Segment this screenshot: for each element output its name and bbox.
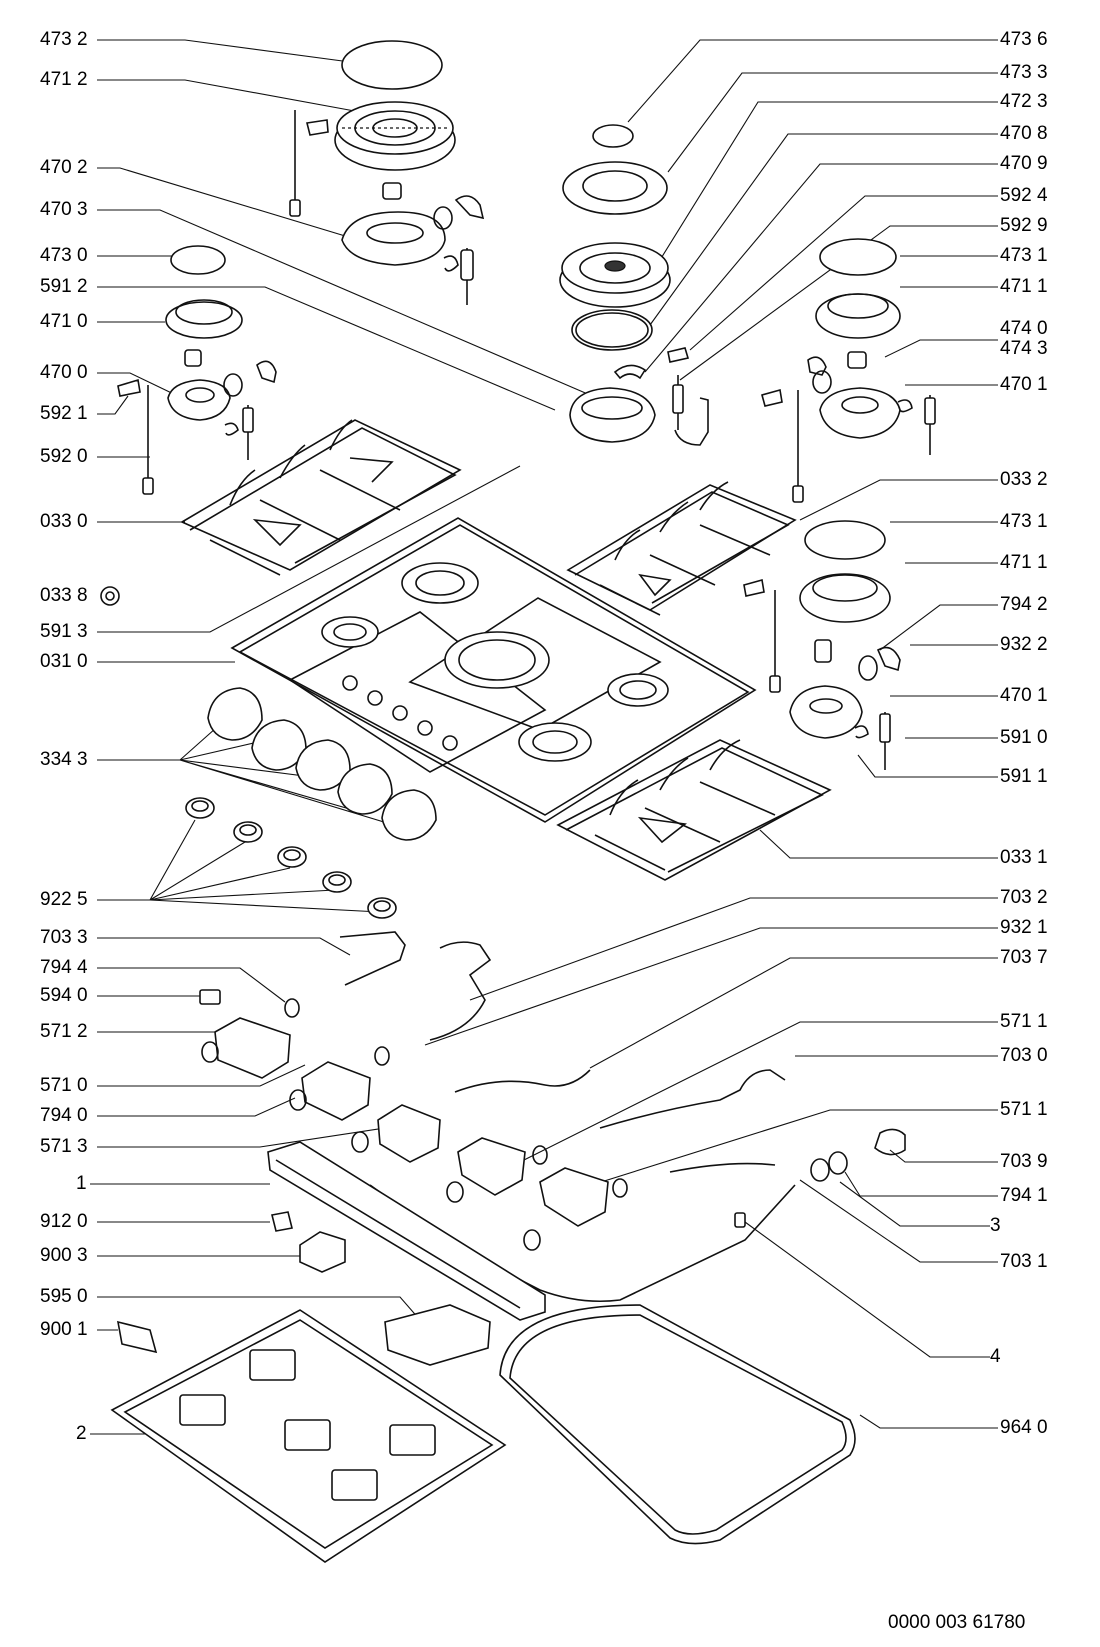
part-label: 470 2 [40, 157, 88, 178]
part-label: 470 1 [1000, 685, 1048, 706]
part-label: 794 0 [40, 1105, 88, 1126]
part-label: 033 1 [1000, 847, 1048, 868]
part-label: 1 [76, 1173, 87, 1194]
left-leader-lines [90, 39, 591, 1435]
part-label: 033 0 [40, 511, 88, 532]
gas-valves [199, 989, 628, 1251]
pan-support-right-bottom [556, 739, 832, 881]
part-label: 473 0 [40, 245, 88, 266]
part-label: 592 1 [40, 403, 88, 424]
part-label: 703 7 [1000, 947, 1048, 968]
document-number: 0000 003 61780 [888, 1612, 1026, 1633]
part-label: 591 1 [1000, 766, 1048, 787]
part-label: 932 2 [1000, 634, 1048, 655]
part-label: 473 1 [1000, 511, 1048, 532]
part-label: 474 0 [1000, 318, 1048, 339]
part-label: 474 3 [1000, 338, 1048, 359]
part-label: 900 3 [40, 1245, 88, 1266]
part-label: 470 9 [1000, 153, 1048, 174]
part-label: 471 1 [1000, 552, 1048, 573]
part-label: 571 3 [40, 1136, 88, 1157]
part-label: 794 2 [1000, 594, 1048, 615]
part-label: 473 2 [40, 29, 88, 50]
part-label: 592 0 [40, 446, 88, 467]
part-label: 594 0 [40, 985, 88, 1006]
part-label: 703 3 [40, 927, 88, 948]
part-label: 595 0 [40, 1286, 88, 1307]
part-label: 470 0 [40, 362, 88, 383]
part-label: 592 9 [1000, 215, 1048, 236]
part-label: 470 8 [1000, 123, 1048, 144]
burner-assembly-right-bottom [743, 520, 901, 770]
part-label: 571 1 [1000, 1099, 1048, 1120]
part-label: 571 1 [1000, 1011, 1048, 1032]
part-label: 571 2 [40, 1021, 88, 1042]
burner-assembly-center [559, 124, 709, 446]
part-label: 334 3 [40, 749, 88, 770]
part-label: 912 0 [40, 1211, 88, 1232]
part-label: 471 2 [40, 69, 88, 90]
part-label: 703 2 [1000, 887, 1048, 908]
part-label: 703 9 [1000, 1151, 1048, 1172]
part-label: 473 3 [1000, 62, 1048, 83]
part-label: 964 0 [1000, 1417, 1048, 1438]
part-label: 473 1 [1000, 245, 1048, 266]
part-label: 591 3 [40, 621, 88, 642]
part-label: 591 0 [1000, 727, 1048, 748]
part-label: 473 6 [1000, 29, 1048, 50]
part-label: 922 5 [40, 889, 88, 910]
part-label: 031 0 [40, 651, 88, 672]
part-label: 703 1 [1000, 1251, 1048, 1272]
control-knobs [207, 687, 437, 841]
part-label: 703 0 [1000, 1045, 1048, 1066]
part-label: 4 [990, 1346, 1001, 1367]
burner-assembly-top-left [289, 40, 485, 305]
part-label: 470 3 [40, 199, 88, 220]
part-label: 794 1 [1000, 1185, 1048, 1206]
part-label: 794 4 [40, 957, 88, 978]
right-leader-lines [424, 39, 998, 1429]
part-label: 471 1 [1000, 276, 1048, 297]
burner-assembly-left [117, 245, 277, 495]
bottom-parts [110, 1141, 856, 1563]
part-label: 932 1 [1000, 917, 1048, 938]
part-label: 471 0 [40, 311, 88, 332]
part-label: 900 1 [40, 1319, 88, 1340]
pan-support-right-top [566, 481, 797, 616]
burner-assembly-right-top [761, 238, 936, 503]
knob-bezels [185, 797, 397, 919]
part-label: 2 [76, 1423, 87, 1444]
part-label: 592 4 [1000, 185, 1048, 206]
part-label: 3 [990, 1215, 1001, 1236]
part-label: 472 3 [1000, 91, 1048, 112]
part-label: 591 2 [40, 276, 88, 297]
part-label: 470 1 [1000, 374, 1048, 395]
part-label: 033 2 [1000, 469, 1048, 490]
part-label: 033 8 [40, 585, 88, 606]
pan-support-left [180, 419, 462, 576]
part-label: 571 0 [40, 1075, 88, 1096]
hob-top-plate [100, 517, 757, 823]
